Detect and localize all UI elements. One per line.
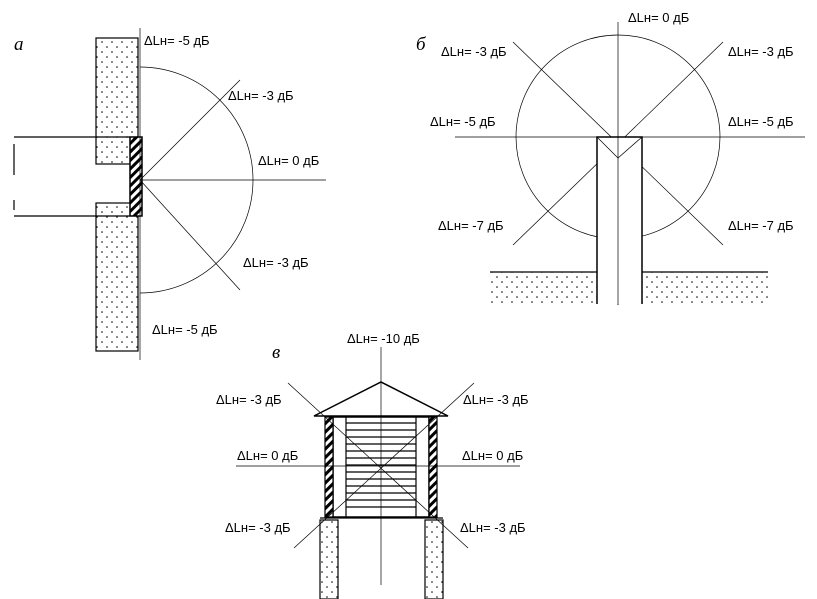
panel-a-letter: а [14, 34, 24, 55]
panel-b-letter: б [416, 34, 427, 55]
diag-v-nw-se [287, 382, 469, 549]
label-b-right: ΔLн= -5 дБ [728, 114, 794, 129]
diag-upper [139, 79, 241, 181]
grille-left [324, 416, 334, 518]
diag-lower [139, 179, 241, 291]
label-v-top: ΔLн= -10 дБ [347, 331, 420, 346]
shaft-wall-right [424, 519, 444, 599]
label-b-top: ΔLн= 0 дБ [628, 10, 689, 25]
shaft-diag-inner [596, 136, 643, 159]
label-v-left: ΔLн= 0 дБ [237, 448, 298, 463]
duct-outline [13, 136, 130, 217]
label-v-upper-right: ΔLн= -3 дБ [463, 392, 529, 407]
panel-b: б ΔLн= 0 дБ ΔLн= -3 дБ ΔLн= -3 дБ ΔLн= -… [416, 10, 805, 305]
shaft-wall-left [319, 519, 339, 599]
label-b-left: ΔLн= -5 дБ [430, 114, 496, 129]
ground-left [490, 272, 597, 304]
label-a-lower-diag: ΔLн= -3 дБ [243, 255, 309, 270]
label-b-lower-right: ΔLн= -7 дБ [728, 218, 794, 233]
label-a-top: ΔLн= -5 дБ [144, 33, 210, 48]
label-v-right: ΔLн= 0 дБ [462, 448, 523, 463]
label-a-bottom: ΔLн= -5 дБ [152, 322, 218, 337]
panel-v: в ΔLн= -10 дБ ΔLн= -3 дБ ΔLн= -3 дБ ΔLн=… [216, 331, 529, 599]
panel-v-letter: в [272, 342, 280, 363]
panel-a: а ΔLн= -5 дБ ΔLн= -3 дБ ΔLн= 0 дБ ΔLн= -… [13, 28, 326, 360]
grille-right [428, 416, 438, 518]
label-b-lower-left: ΔLн= -7 дБ [438, 218, 504, 233]
label-v-upper-left: ΔLн= -3 дБ [216, 392, 282, 407]
ground-right [642, 272, 768, 304]
label-v-lower-left: ΔLн= -3 дБ [225, 520, 291, 535]
label-a-axis: ΔLн= 0 дБ [258, 153, 319, 168]
label-a-upper-diag: ΔLн= -3 дБ [228, 88, 294, 103]
label-b-upper-left: ΔLн= -3 дБ [441, 44, 507, 59]
label-v-lower-right: ΔLн= -3 дБ [460, 520, 526, 535]
diag-v-ne-sw [293, 382, 475, 549]
wall-lower [95, 202, 139, 352]
label-b-upper-right: ΔLн= -3 дБ [728, 44, 794, 59]
grille [129, 136, 143, 217]
vent-shaft [596, 136, 643, 304]
